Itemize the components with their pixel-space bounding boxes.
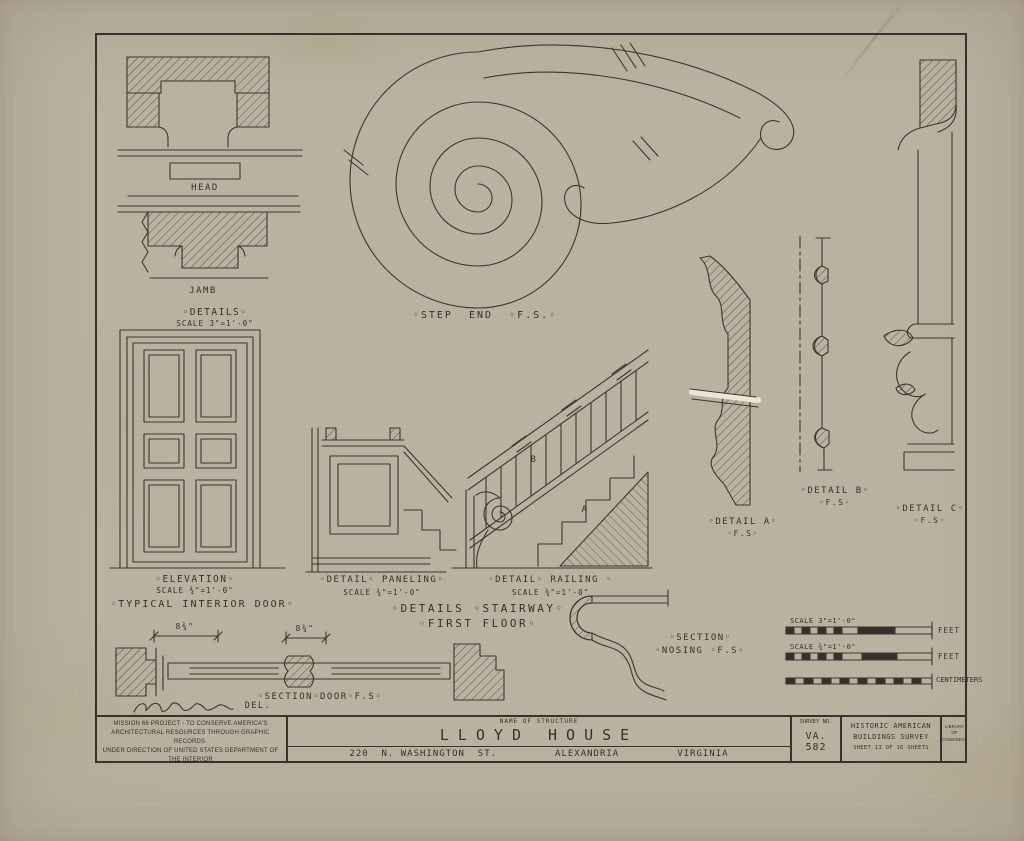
step-end-drawing — [343, 42, 795, 309]
structure-name-cell: NAME OF STRUCTURE LLOYD HOUSE 220 N. WAS… — [288, 717, 790, 763]
scale-bar-1-label: SCALE 3"=1'-0" — [790, 617, 857, 625]
detail-c-drawing — [883, 59, 957, 471]
railing-detail-drawing — [451, 349, 653, 569]
label-detail-c: ◦DETAIL C◦ — [895, 504, 965, 514]
label-letter-a: A — [581, 505, 589, 515]
label-detail-paneling-scale: SCALE ¾"=1'-0" — [343, 588, 421, 597]
label-elevation-scale: SCALE ¾"=1'-0" — [156, 586, 234, 595]
label-dim-left: 8¾" — [175, 622, 195, 631]
head-section-drawing — [117, 56, 303, 197]
scale-bar-3-unit: CENTIMETERS — [936, 676, 983, 684]
detail-b-drawing — [799, 235, 833, 473]
habs-cell: HISTORIC AMERICAN BUILDINGS SURVEY SHEET… — [840, 717, 940, 763]
nosing-section-drawing — [569, 589, 669, 701]
door-elevation-drawing — [109, 329, 286, 569]
label-first-floor: ◦FIRST FLOOR◦ — [418, 617, 538, 630]
library-of-congress-cell: LIBRARY OF CONGRESS — [940, 717, 967, 763]
label-typical-interior-door: ◦TYPICAL INTERIOR DOOR◦ — [110, 599, 295, 610]
label-detail-a-fs: ◦F.S◦ — [727, 529, 759, 538]
label-detail-c-fs: ◦F.S◦ — [914, 516, 946, 525]
scale-bar-2-unit: FEET — [938, 652, 961, 661]
mission-line: MISSION 66 PROJECT ◦ TO CONSERVE AMERICA… — [113, 721, 268, 727]
jamb-section-drawing — [117, 205, 301, 279]
library-of-congress-label: LIBRARY OF CONGRESS — [942, 724, 967, 742]
structure-name: LLOYD HOUSE — [439, 726, 639, 744]
label-del: DEL. — [244, 701, 272, 711]
label-dim-mid: 8¾" — [295, 624, 315, 633]
label-detail-railing: ◦DETAIL◦ RAILING ◦ — [488, 575, 613, 585]
delineator-signature — [133, 702, 234, 713]
scale-bar-2-label: SCALE ¾"=1'-0" — [790, 643, 857, 651]
label-detail-paneling: ◦DETAIL◦ PANELING◦ — [319, 575, 445, 585]
scale-bars-drawing — [785, 621, 933, 690]
sheet-number: SHEET 13 OF 16 SHEETS — [853, 745, 929, 751]
label-details-title: ◦DETAILS◦ — [182, 307, 248, 318]
label-detail-b: ◦DETAIL B◦ — [800, 486, 870, 496]
label-elevation: ◦ELEVATION◦ — [155, 574, 235, 585]
habs-line-2: BUILDINGS SURVEY — [853, 732, 929, 741]
survey-number-cell: SURVEY NO. VA. 582 — [790, 717, 840, 763]
name-of-structure-label: NAME OF STRUCTURE — [499, 718, 579, 725]
label-letter-b: B — [530, 455, 538, 465]
title-block: MISSION 66 PROJECT ◦ TO CONSERVE AMERICA… — [95, 715, 967, 763]
label-head: HEAD — [191, 183, 219, 193]
habs-line-1: HISTORIC AMERICAN — [850, 722, 932, 730]
label-section-door: ◦SECTION◦DOOR◦F.S◦ — [257, 692, 383, 702]
label-details-stairway: ◦DETAILS ◦STAIRWAY◦ — [391, 602, 565, 615]
label-detail-a: ◦DETAIL A◦ — [708, 517, 778, 527]
sheet-border — [95, 33, 967, 763]
label-section-nosing-2: ◦NOSING ◦F.S◦ — [655, 646, 745, 656]
mission-line: ARCHITECTURAL RESOURCES THROUGH GRAPHIC … — [111, 730, 270, 745]
door-section-drawing — [115, 629, 505, 701]
label-details-scale: SCALE 3"=1'-0" — [176, 319, 254, 328]
scale-bar-1-unit: FEET — [938, 626, 961, 635]
paneling-detail-drawing — [305, 427, 457, 573]
label-section-nosing-1: ◦SECTION◦ — [669, 633, 732, 643]
label-step-end: ◦STEP END ◦F.S.◦ — [412, 310, 558, 321]
label-detail-b-fs: ◦F.S◦ — [819, 498, 851, 507]
address-state: VIRGINIA — [677, 749, 729, 759]
mission-statement: MISSION 66 PROJECT ◦ TO CONSERVE AMERICA… — [95, 717, 288, 763]
label-detail-railing-scale: SCALE ¾"=1'-0" — [511, 588, 590, 597]
survey-number: VA. 582 — [805, 731, 827, 753]
structure-address: 220 N. WASHINGTON ST. ALEXANDRIA VIRGINI… — [288, 746, 790, 759]
address-city: ALEXANDRIA — [555, 749, 620, 759]
survey-number-label: SURVEY NO. — [799, 719, 833, 725]
mission-line: UNDER DIRECTION OF UNITED STATES DEPARTM… — [102, 748, 279, 763]
detail-a-drawing — [689, 255, 761, 506]
label-jamb: JAMB — [189, 286, 217, 296]
address-street: 220 N. WASHINGTON ST. — [349, 749, 498, 759]
